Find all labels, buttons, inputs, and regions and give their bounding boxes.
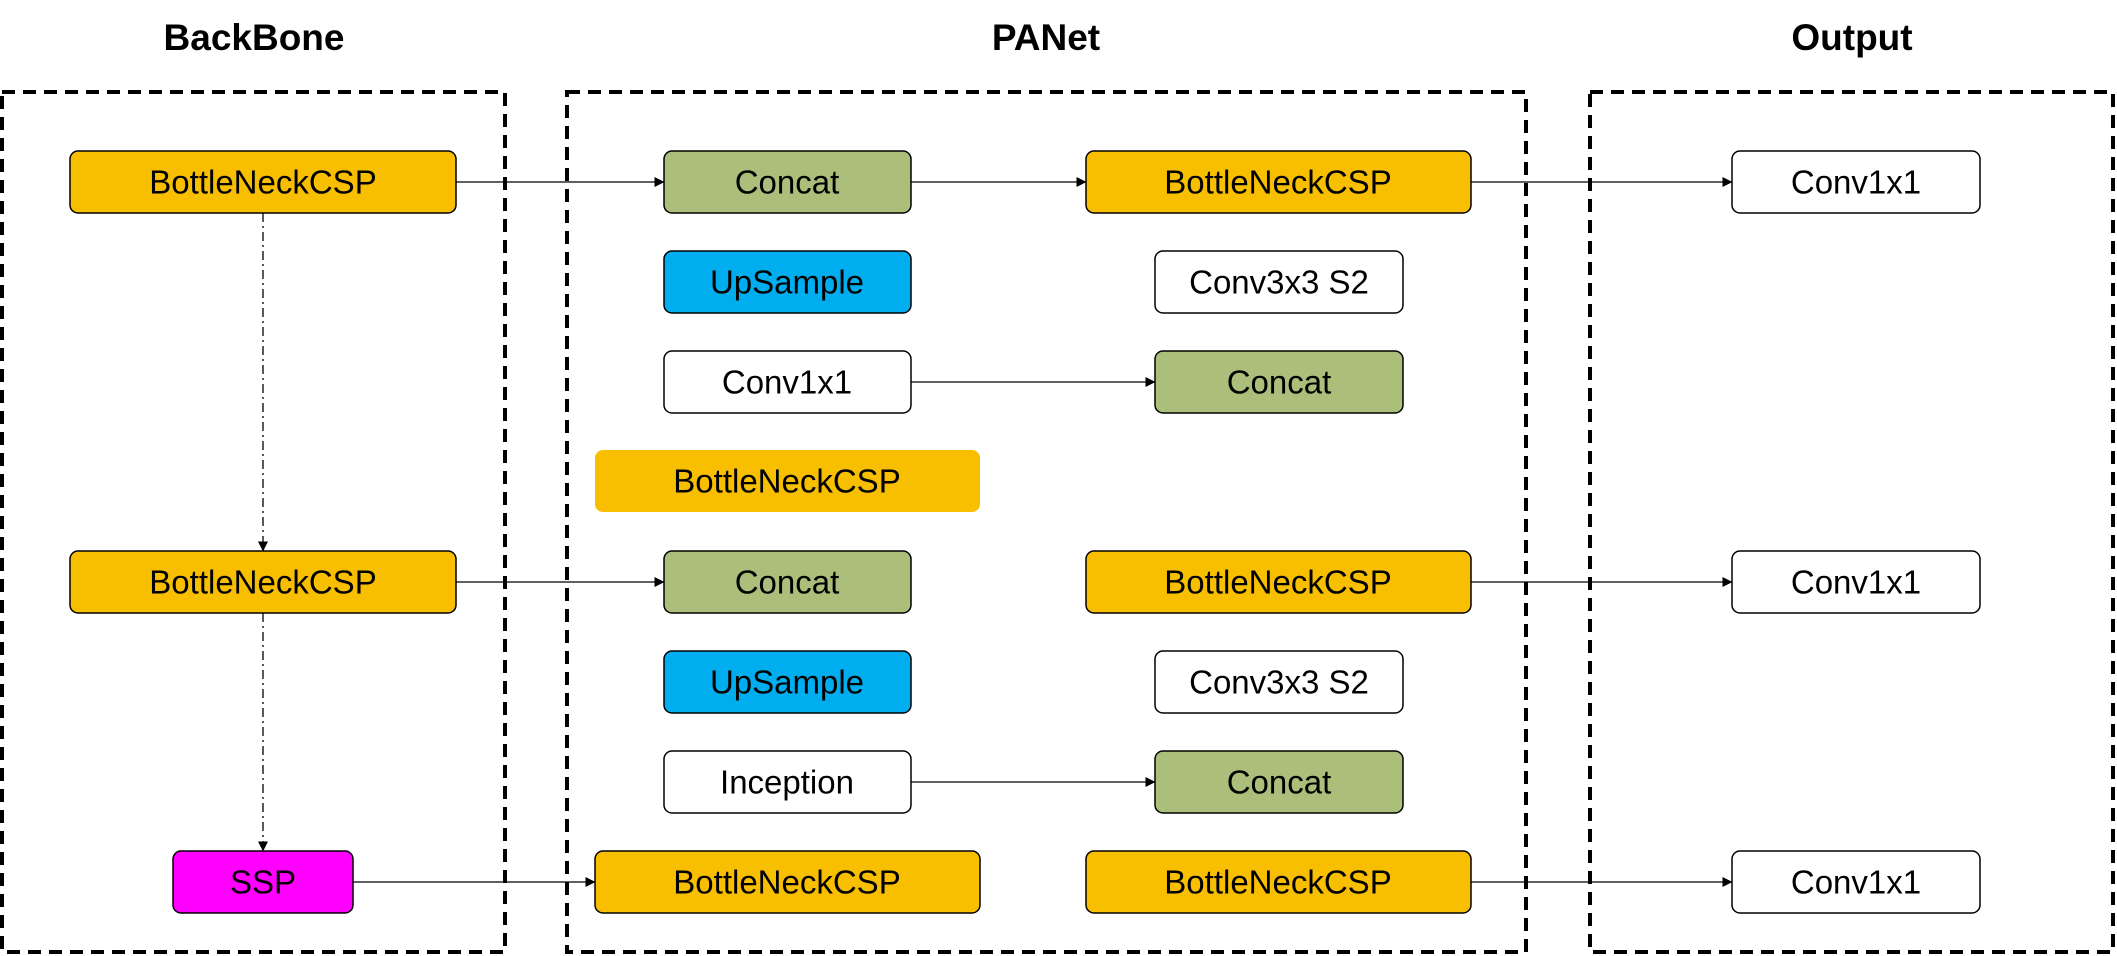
node-panet-concat-3: Concat bbox=[1154, 350, 1404, 414]
node-box bbox=[1154, 250, 1404, 314]
panet-group bbox=[565, 90, 1528, 954]
node-label: UpSample bbox=[710, 664, 864, 701]
node-label: BottleNeckCSP bbox=[1164, 564, 1391, 601]
node-panet-csp-bottom-left: BottleNeckCSP bbox=[594, 850, 981, 914]
node-backbone-csp-mid: BottleNeckCSP bbox=[69, 550, 457, 614]
node-box bbox=[663, 350, 912, 414]
node-backbone-ssp: SSP bbox=[172, 850, 354, 914]
node-box bbox=[663, 650, 912, 714]
node-box bbox=[594, 850, 981, 914]
node-label: Concat bbox=[1227, 364, 1332, 401]
node-box bbox=[1154, 750, 1404, 814]
node-box bbox=[1731, 150, 1981, 214]
node-label: Inception bbox=[720, 764, 854, 801]
node-output-conv-3: Conv1x1 bbox=[1731, 850, 1981, 914]
node-box bbox=[1085, 550, 1472, 614]
node-output-conv-1: Conv1x1 bbox=[1731, 150, 1981, 214]
node-label: Conv1x1 bbox=[722, 364, 852, 401]
node-label: Conv3x3 S2 bbox=[1189, 664, 1369, 701]
node-box bbox=[1731, 850, 1981, 914]
node-box bbox=[1085, 150, 1472, 214]
node-panet-inception: Inception bbox=[663, 750, 912, 814]
node-box bbox=[663, 550, 912, 614]
output-group bbox=[1588, 90, 2115, 954]
node-label: Conv3x3 S2 bbox=[1189, 264, 1369, 301]
node-panet-upsample-1: UpSample bbox=[663, 250, 912, 314]
node-label: BottleNeckCSP bbox=[673, 463, 900, 500]
node-label: Conv1x1 bbox=[1791, 864, 1921, 901]
node-panet-csp-mid-right: BottleNeckCSP bbox=[1085, 550, 1472, 614]
node-panet-conv3x3-1: Conv3x3 S2 bbox=[1154, 250, 1404, 314]
panet-title: PANet bbox=[992, 17, 1100, 58]
node-label: Concat bbox=[735, 164, 840, 201]
node-box bbox=[1154, 650, 1404, 714]
node-box bbox=[69, 550, 457, 614]
backbone-title: BackBone bbox=[164, 17, 345, 58]
node-label: BottleNeckCSP bbox=[1164, 164, 1391, 201]
node-backbone-csp-top: BottleNeckCSP bbox=[69, 150, 457, 214]
node-box bbox=[663, 150, 912, 214]
node-label: SSP bbox=[230, 864, 296, 901]
node-panet-concat-2: Concat bbox=[663, 550, 912, 614]
node-box bbox=[1731, 550, 1981, 614]
node-label: UpSample bbox=[710, 264, 864, 301]
node-box bbox=[1154, 350, 1404, 414]
node-label: Concat bbox=[1227, 764, 1332, 801]
node-panet-conv3x3-2: Conv3x3 S2 bbox=[1154, 650, 1404, 714]
node-output-conv-2: Conv1x1 bbox=[1731, 550, 1981, 614]
output-title: Output bbox=[1791, 17, 1912, 58]
node-panet-csp-bottom-right: BottleNeckCSP bbox=[1085, 850, 1472, 914]
node-label: Conv1x1 bbox=[1791, 564, 1921, 601]
node-panet-csp-float: BottleNeckCSP bbox=[595, 450, 980, 512]
node-label: BottleNeckCSP bbox=[149, 164, 376, 201]
node-label: BottleNeckCSP bbox=[1164, 864, 1391, 901]
node-label: Conv1x1 bbox=[1791, 164, 1921, 201]
node-label: BottleNeckCSP bbox=[149, 564, 376, 601]
node-box bbox=[663, 750, 912, 814]
node-panet-concat-1: Concat bbox=[663, 150, 912, 214]
node-box bbox=[595, 450, 980, 512]
backbone-group bbox=[0, 90, 507, 954]
node-box bbox=[69, 150, 457, 214]
node-panet-csp-top-right: BottleNeckCSP bbox=[1085, 150, 1472, 214]
node-box bbox=[1085, 850, 1472, 914]
node-panet-concat-4: Concat bbox=[1154, 750, 1404, 814]
node-label: Concat bbox=[735, 564, 840, 601]
node-label: BottleNeckCSP bbox=[673, 864, 900, 901]
node-box bbox=[172, 850, 354, 914]
node-box bbox=[663, 250, 912, 314]
node-panet-conv1x1: Conv1x1 bbox=[663, 350, 912, 414]
edges bbox=[258, 177, 1733, 887]
node-panet-upsample-2: UpSample bbox=[663, 650, 912, 714]
